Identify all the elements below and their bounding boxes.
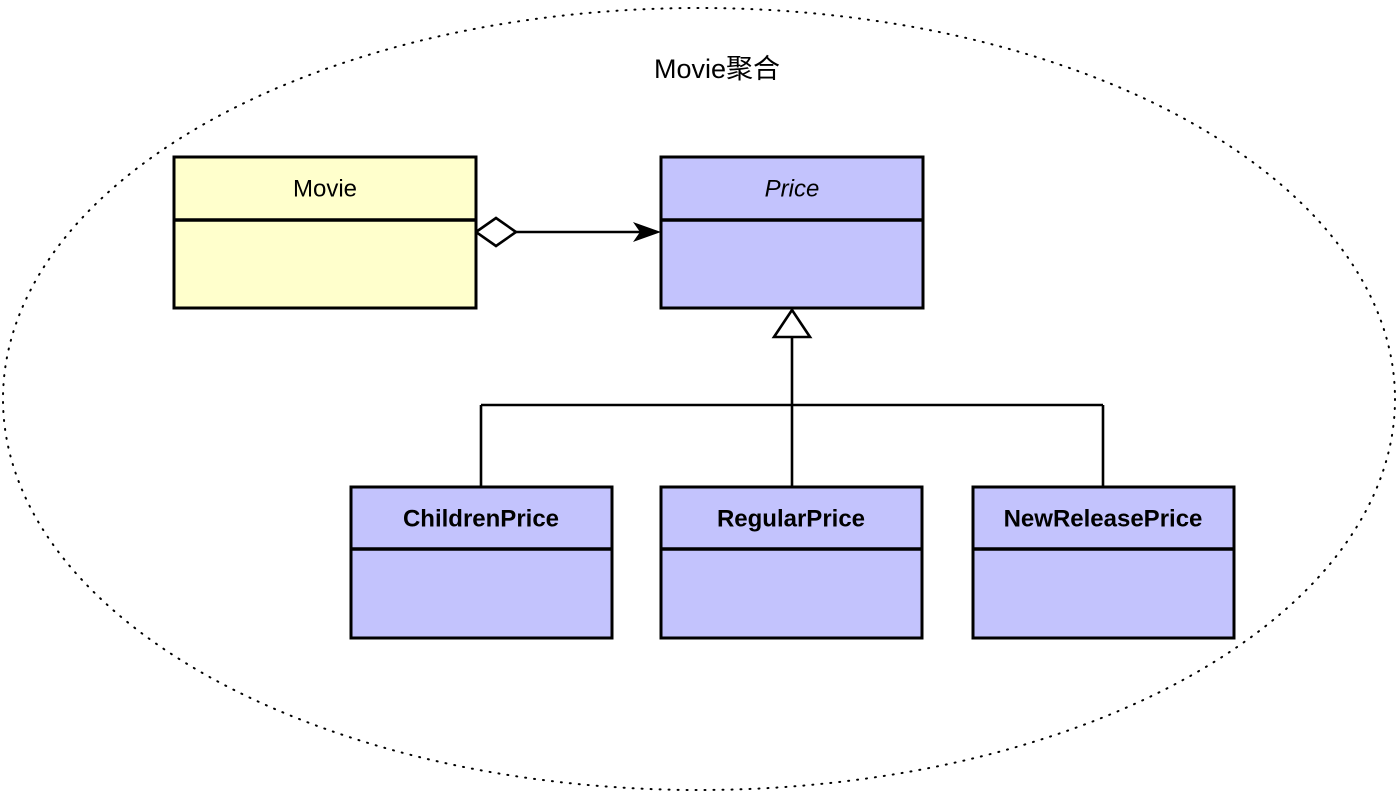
class-box-new-release-price-body	[971, 485, 1236, 640]
aggregation-link-movie-price[interactable]	[473, 216, 661, 248]
aggregate-boundary-ellipse	[2, 7, 1396, 791]
generalization-tree[interactable]	[479, 307, 1105, 487]
class-box-regular-price-body	[659, 485, 924, 640]
hollow-triangle-icon	[771, 307, 813, 339]
class-box-movie-body	[172, 155, 478, 310]
class-name-children-price: ChildrenPrice	[403, 505, 559, 532]
hollow-diamond-icon	[473, 216, 519, 248]
class-box-new-release-price[interactable]: NewReleasePrice	[971, 485, 1236, 640]
class-name-regular-price: RegularPrice	[717, 505, 865, 532]
diagram-title: Movie聚合	[654, 54, 780, 84]
class-name-new-release-price: NewReleasePrice	[1004, 505, 1203, 532]
class-box-children-price[interactable]: ChildrenPrice	[349, 485, 614, 640]
filled-arrowhead-icon	[633, 222, 661, 242]
class-box-price[interactable]: Price	[659, 155, 925, 310]
class-box-movie[interactable]: Movie	[172, 155, 478, 310]
class-box-children-price-body	[349, 485, 614, 640]
class-name-price: Price	[765, 175, 820, 202]
class-box-regular-price[interactable]: RegularPrice	[659, 485, 924, 640]
class-box-price-body	[659, 155, 925, 310]
class-name-movie: Movie	[293, 175, 357, 202]
